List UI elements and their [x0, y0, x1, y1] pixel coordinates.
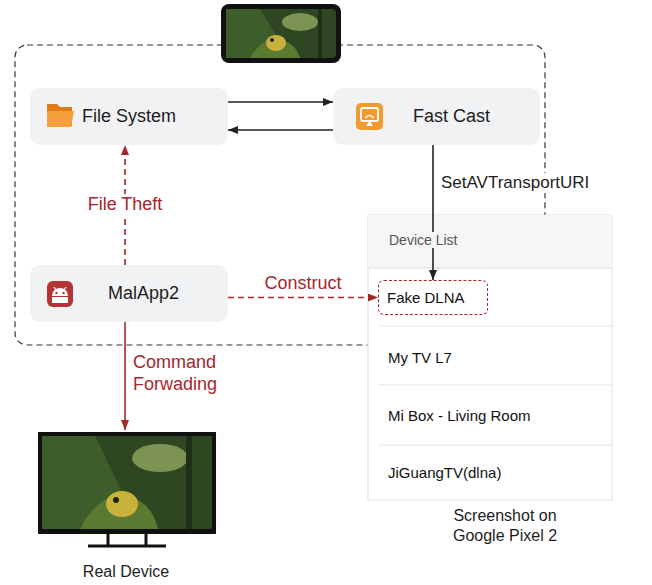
node-text: Real Device	[83, 563, 169, 581]
edge-label: File Theft	[85, 194, 166, 216]
connector-arrow	[228, 129, 333, 131]
connector-arrow	[228, 297, 378, 299]
node-text: Fast Cast	[413, 106, 490, 127]
node-text: Fake DLNA	[387, 289, 465, 306]
storage-box: File System	[30, 88, 228, 145]
edge-label: Command Forwading	[130, 352, 248, 395]
device-row: Mi Box - Living Room	[378, 397, 602, 433]
phone-thumbnail	[221, 4, 341, 63]
connector-arrow	[124, 322, 126, 430]
node-text: File System	[82, 106, 176, 127]
connector-arrow	[228, 101, 333, 103]
edge-label: SetAVTransportURI	[438, 173, 592, 193]
malware-box: MalApp2	[30, 265, 228, 322]
node-text: JiGuangTV(dlna)	[388, 464, 501, 481]
node-text: Mi Box - Living Room	[388, 407, 531, 424]
device-row: My TV L7	[378, 339, 602, 375]
node-text: My TV L7	[388, 349, 452, 366]
node-text: Device List	[386, 232, 460, 248]
device-list-screen: Device ListFake DLNA My TV L7 Mi Box - Liv…	[368, 215, 612, 500]
caption-label: Screenshot on Google Pixel 2	[428, 506, 582, 546]
device-row: JiGuangTV(dlna)	[378, 454, 602, 490]
fake-device-row: Fake DLNA	[378, 280, 488, 315]
tv-illustration	[38, 432, 216, 546]
app-box: Fast Cast	[333, 88, 540, 145]
connector-arrow	[432, 145, 434, 280]
real-device: Real Device	[30, 430, 222, 585]
device-list-panel	[368, 215, 612, 500]
edge-label: Construct	[261, 273, 344, 295]
node-text: MalApp2	[108, 283, 179, 304]
